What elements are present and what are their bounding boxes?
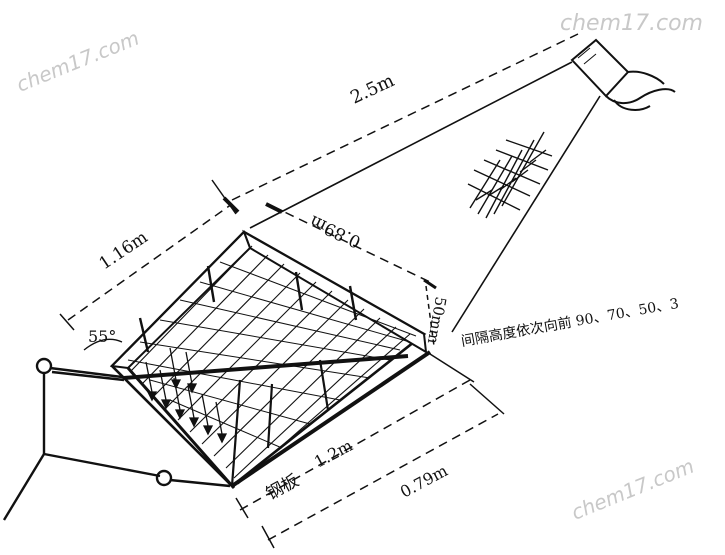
label-spray-distance: 2.5m — [347, 70, 397, 108]
dimension-length-top — [59, 203, 233, 331]
spray-nozzle-icon — [570, 38, 676, 111]
drain-arrows — [145, 347, 228, 444]
label-steel-plate: 钢板 — [263, 471, 302, 505]
label-width-top: 0.89m — [307, 211, 364, 252]
label-height: 50mm — [424, 295, 450, 345]
watermark-top-left: chem17.com — [13, 26, 143, 97]
angle-arc — [83, 338, 123, 351]
label-spacing-note: 间隔高度依次向前 90、70、50、3 — [460, 295, 680, 350]
label-length-bottom: 0.79m — [397, 461, 451, 502]
label-angle: 55° — [88, 327, 116, 346]
watermark-top-right: chem17.com — [560, 11, 703, 36]
label-width-bottom: 1.2m — [311, 436, 356, 472]
dimension-spray-distance — [211, 33, 579, 215]
watermark-bottom-right: chem17.com — [568, 454, 698, 525]
spray-droplets — [467, 131, 553, 219]
dimension-length-bottom — [261, 383, 505, 549]
dimension-width-top — [265, 202, 437, 290]
test-tray — [109, 229, 432, 489]
dimension-width-bottom — [235, 353, 475, 519]
dimension-height — [425, 285, 435, 347]
support-stand — [2, 357, 231, 521]
spray-cone — [249, 61, 601, 333]
